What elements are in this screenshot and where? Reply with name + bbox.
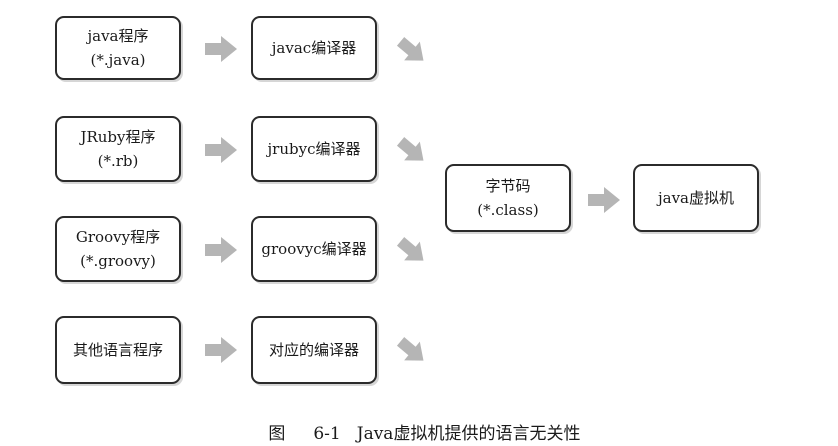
source-extension: (*.java)	[90, 51, 146, 69]
source-extension: (*.groovy)	[80, 252, 156, 270]
compiler-name: javac编译器	[271, 39, 357, 57]
compiler-box-javac: javac编译器	[251, 16, 377, 80]
source-name: JRuby程序	[80, 128, 156, 146]
compiler-name: 对应的编译器	[268, 341, 359, 359]
compiler-name: jrubyc编译器	[267, 140, 361, 158]
compiler-box-other: 对应的编译器	[251, 316, 377, 384]
right-arrow-icon	[205, 337, 237, 363]
source-name: Groovy程序	[75, 228, 161, 246]
diagonal-arrow-icon	[396, 236, 427, 266]
compiler-box-groovyc: groovyc编译器	[251, 216, 377, 282]
source-name: java程序	[87, 27, 149, 45]
jvm-box: java虚拟机	[633, 164, 759, 232]
source-name: 其他语言程序	[72, 341, 163, 359]
source-box-other: 其他语言程序	[55, 316, 181, 384]
diagonal-arrow-icon	[396, 136, 427, 166]
figure-caption-text: Java虚拟机提供的语言无关性	[356, 424, 581, 444]
right-arrow-icon	[588, 187, 620, 213]
figure-label: 图	[268, 424, 286, 444]
figure-caption: 图 6-1 Java虚拟机提供的语言无关性	[0, 398, 838, 446]
figure-number: 6-1	[313, 424, 341, 444]
bytecode-extension: (*.class)	[477, 201, 539, 219]
right-arrow-icon	[205, 36, 237, 62]
source-extension: (*.rb)	[97, 152, 139, 170]
compiler-box-jrubyc: jrubyc编译器	[251, 116, 377, 182]
bytecode-box: 字节码 (*.class)	[445, 164, 571, 232]
bytecode-name: 字节码	[485, 177, 531, 195]
diagonal-arrow-icon	[396, 336, 427, 366]
jvm-name: java虚拟机	[657, 189, 734, 207]
right-arrow-icon	[205, 137, 237, 163]
right-arrow-icon	[205, 237, 237, 263]
compiler-name: groovyc编译器	[261, 240, 367, 258]
diagonal-arrow-icon	[396, 36, 427, 66]
source-box-groovy: Groovy程序 (*.groovy)	[55, 216, 181, 282]
source-box-jruby: JRuby程序 (*.rb)	[55, 116, 181, 182]
source-box-java: java程序 (*.java)	[55, 16, 181, 80]
